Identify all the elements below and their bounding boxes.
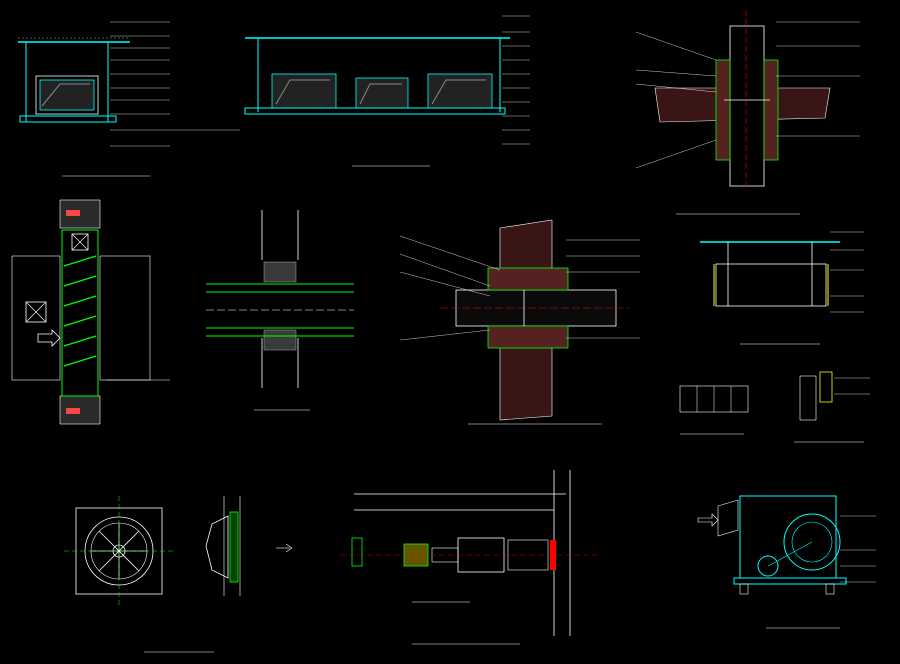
detail-vent-install (794, 371, 870, 443)
detail-ceiling-unit (700, 231, 864, 345)
detail-fire-damper-wall (11, 199, 170, 425)
detail-pipe-through-wall (206, 210, 354, 411)
detail-inline-duct-fan (340, 470, 600, 645)
detail-exhaust-fan (64, 496, 293, 653)
detail-duct-hanger-single (18, 21, 240, 177)
detail-insulated-pipe-wall (399, 219, 640, 425)
detail-fan-unit (697, 495, 876, 629)
detail-legend-box (679, 385, 749, 435)
detail-pipe-through-floor (635, 10, 860, 215)
detail-duct-hanger-multi (244, 15, 530, 167)
